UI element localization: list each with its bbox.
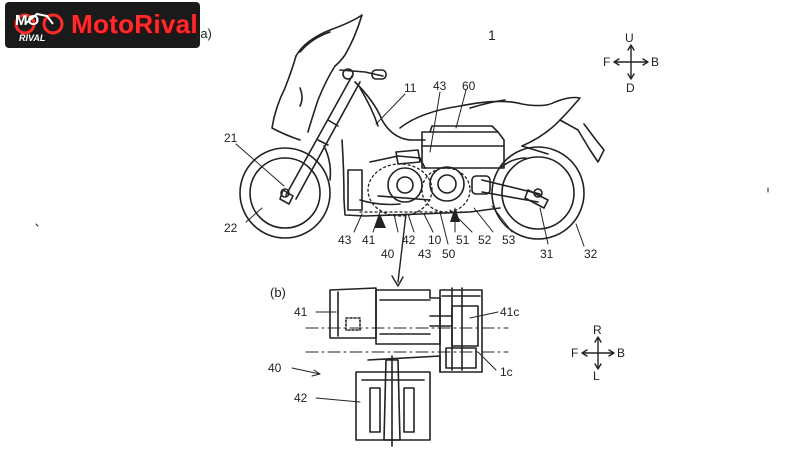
compass-bottom-down: L — [593, 369, 600, 383]
arrow-head-50 — [450, 207, 460, 222]
label-43-bottom: 43 — [418, 247, 432, 261]
label-42: 42 — [402, 233, 416, 247]
swingarm — [472, 158, 548, 208]
compass-top-left: F — [603, 55, 610, 69]
label-43-left: 43 — [338, 233, 352, 247]
motor-section — [330, 288, 440, 344]
figure-number: 1 — [488, 27, 496, 43]
panel-a-label: (a) — [196, 26, 212, 41]
label-41: 41 — [362, 233, 376, 247]
label-b-41: 41 — [294, 305, 308, 319]
stray-marks — [36, 188, 768, 226]
compass-bottom-icon — [582, 337, 614, 369]
compass-bottom-right: B — [617, 346, 625, 360]
compass-top-down: D — [626, 81, 635, 95]
label-b-42: 42 — [294, 391, 308, 405]
label-10: 10 — [428, 233, 442, 247]
battery-box — [422, 126, 504, 168]
compass-top-up: U — [625, 31, 634, 45]
handlebar — [340, 69, 386, 79]
label-b-41c: 41c — [500, 305, 519, 319]
label-50: 50 — [442, 247, 456, 261]
label-60: 60 — [462, 79, 476, 93]
leader-lines-b — [292, 312, 498, 402]
label-32: 32 — [584, 247, 598, 261]
frame-body — [324, 82, 500, 216]
label-11: 11 — [404, 81, 417, 95]
label-52: 52 — [478, 233, 492, 247]
label-31: 31 — [540, 247, 554, 261]
panel-b-label: (b) — [270, 285, 286, 300]
compass-bottom-up: R — [593, 323, 602, 337]
drive-unit — [360, 150, 464, 205]
label-43-top: 43 — [433, 79, 447, 93]
label-53: 53 — [502, 233, 516, 247]
compass-top-icon — [614, 45, 648, 79]
output-section — [356, 356, 440, 446]
front-fairing — [272, 15, 362, 140]
label-51: 51 — [456, 233, 470, 247]
label-21: 21 — [224, 131, 238, 145]
label-b-40: 40 — [268, 361, 282, 375]
label-b-1c: 1c — [500, 365, 513, 379]
gear-section — [430, 288, 482, 372]
compass-bottom-left: F — [571, 346, 578, 360]
compass-top-right: B — [651, 55, 659, 69]
label-40: 40 — [381, 247, 395, 261]
label-22: 22 — [224, 221, 238, 235]
